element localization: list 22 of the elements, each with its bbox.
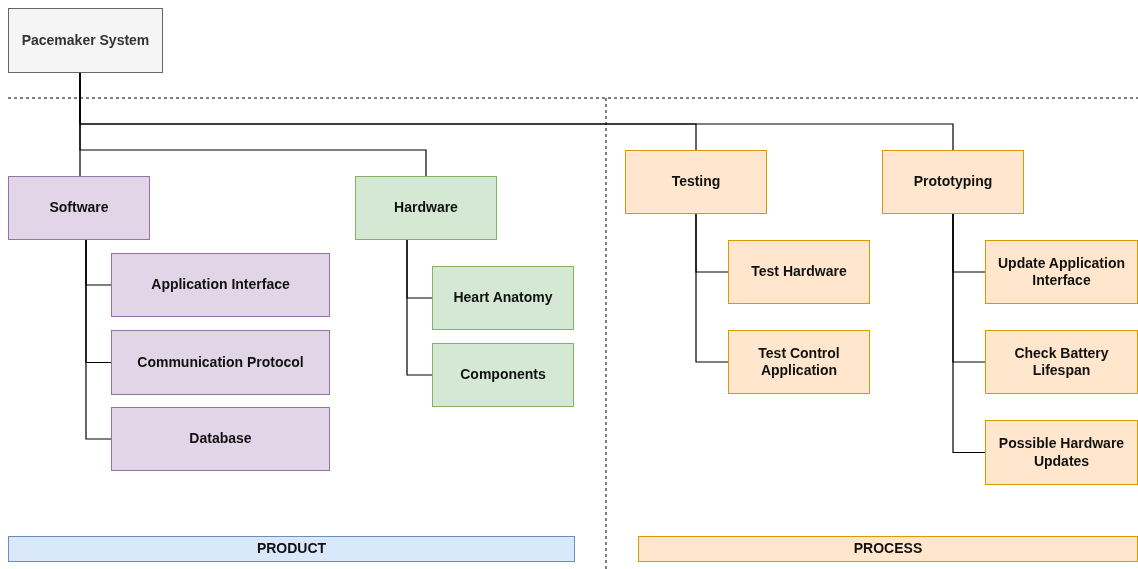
topic-box: Testing <box>625 150 767 214</box>
topic-box: Check Battery Lifespan <box>985 330 1138 394</box>
topic-box: Prototyping <box>882 150 1024 214</box>
connector-line <box>85 239 112 440</box>
topic-box: Test Control Application <box>728 330 870 394</box>
topic-box: Communication Protocol <box>111 330 330 395</box>
topic-box: Possible Hardware Updates <box>985 420 1138 485</box>
connector-line <box>952 213 986 454</box>
topic-box: Components <box>432 343 574 407</box>
connector-line <box>79 72 954 151</box>
topic-box: Database <box>111 407 330 471</box>
connector-line <box>406 239 433 376</box>
connector-line <box>695 213 729 363</box>
topic-box: Update Application Interface <box>985 240 1138 304</box>
section-label-band: PROCESS <box>638 536 1138 562</box>
topic-box: Test Hardware <box>728 240 870 304</box>
topic-box: Hardware <box>355 176 497 240</box>
section-label-band: PRODUCT <box>8 536 575 562</box>
topic-box: Heart Anatomy <box>432 266 574 330</box>
topic-box: Application Interface <box>111 253 330 317</box>
topic-box: Pacemaker System <box>8 8 163 73</box>
topic-box: Software <box>8 176 150 240</box>
